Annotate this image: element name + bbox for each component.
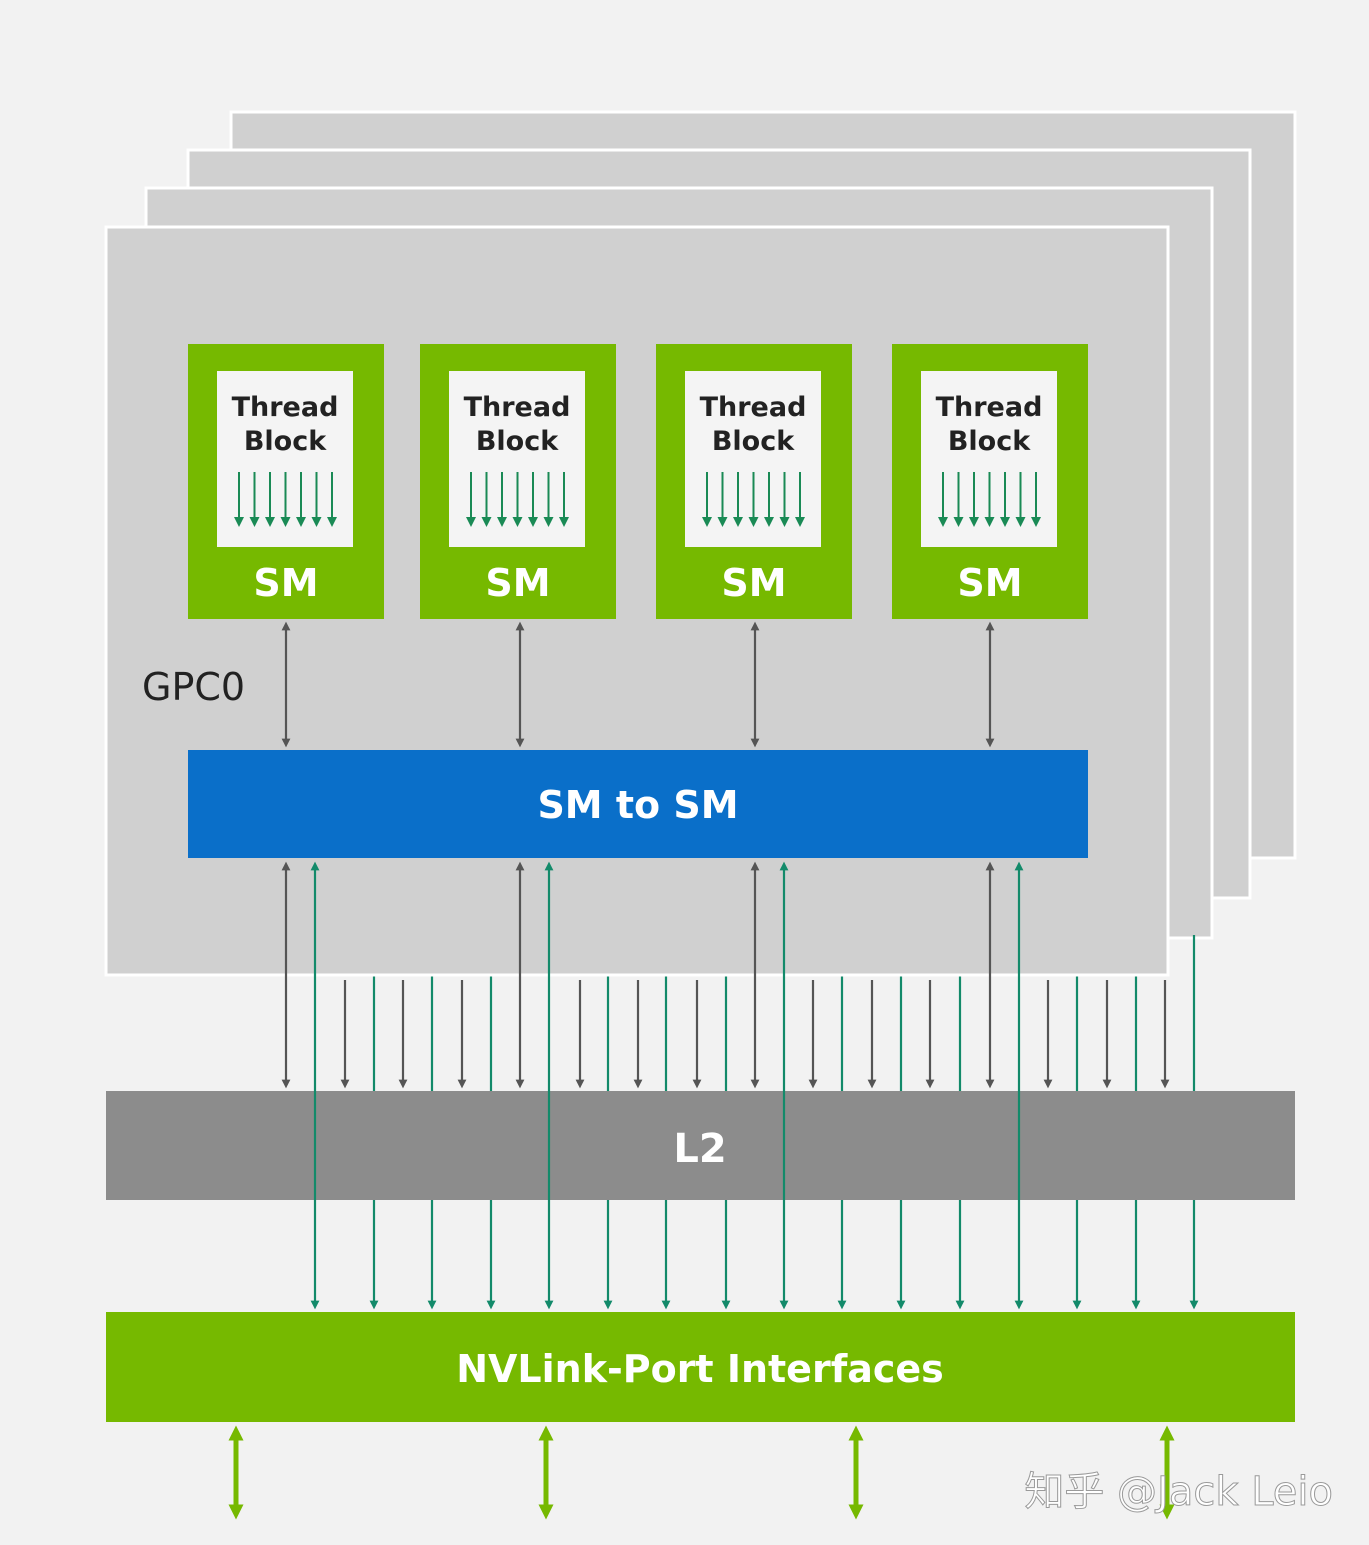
sm-label: SM: [721, 561, 786, 605]
sm-label: SM: [957, 561, 1022, 605]
watermark: 知乎 @Jack Leio: [1024, 1469, 1333, 1515]
sm-to-sm-bar: [188, 750, 1088, 858]
gpc-label: GPC0: [142, 665, 245, 709]
l2-bar: [106, 1091, 1295, 1200]
nvlink-external-arrows: [228, 1425, 1175, 1520]
sm-to-sm-label: SM to SM: [537, 783, 738, 827]
thread-block-label-line1: Thread: [700, 392, 807, 423]
thread-block-label-line2: Block: [948, 426, 1031, 457]
thread-block-label-line1: Thread: [936, 392, 1043, 423]
thread-block-label-line2: Block: [712, 426, 795, 457]
thread-block-label-line1: Thread: [464, 392, 571, 423]
thread-block-label-line2: Block: [476, 426, 559, 457]
thread-block-label-line2: Block: [244, 426, 327, 457]
sm-units: ThreadBlockSMThreadBlockSMThreadBlockSMT…: [188, 344, 1088, 619]
nvlink-bar: [106, 1312, 1295, 1422]
sm-label: SM: [253, 561, 318, 605]
nvlink-label: NVLink-Port Interfaces: [456, 1347, 944, 1391]
sm-label: SM: [485, 561, 550, 605]
interconnect-arrows: [281, 621, 1199, 1310]
l2-label: L2: [673, 1126, 726, 1172]
thread-block-label-line1: Thread: [232, 392, 339, 423]
